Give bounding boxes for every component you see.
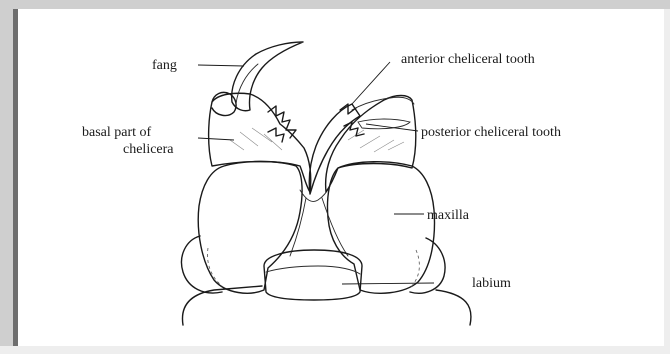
label-basal-part-line2: chelicera [123,142,174,157]
leader-labium [342,283,434,284]
label-posterior-cheliceral-tooth: posterior cheliceral tooth [421,125,561,140]
leader-posterior-tooth [366,124,418,131]
posterior-tooth-groove [358,119,410,129]
left-lateral-lobe [182,236,222,293]
leader-anterior-tooth [352,62,390,104]
label-fang: fang [152,58,177,73]
label-maxilla: maxilla [427,208,470,223]
right-chelicera-base [326,96,416,193]
leader-fang [198,65,244,66]
leader-basal-part [198,138,234,140]
left-fang [232,42,303,111]
left-chelicera-base [209,93,311,192]
label-anterior-cheliceral-tooth: anterior cheliceral tooth [401,52,535,67]
left-maxilla [198,162,302,294]
label-labium: labium [472,276,511,291]
label-basal-part-line1: basal part of [82,125,152,140]
